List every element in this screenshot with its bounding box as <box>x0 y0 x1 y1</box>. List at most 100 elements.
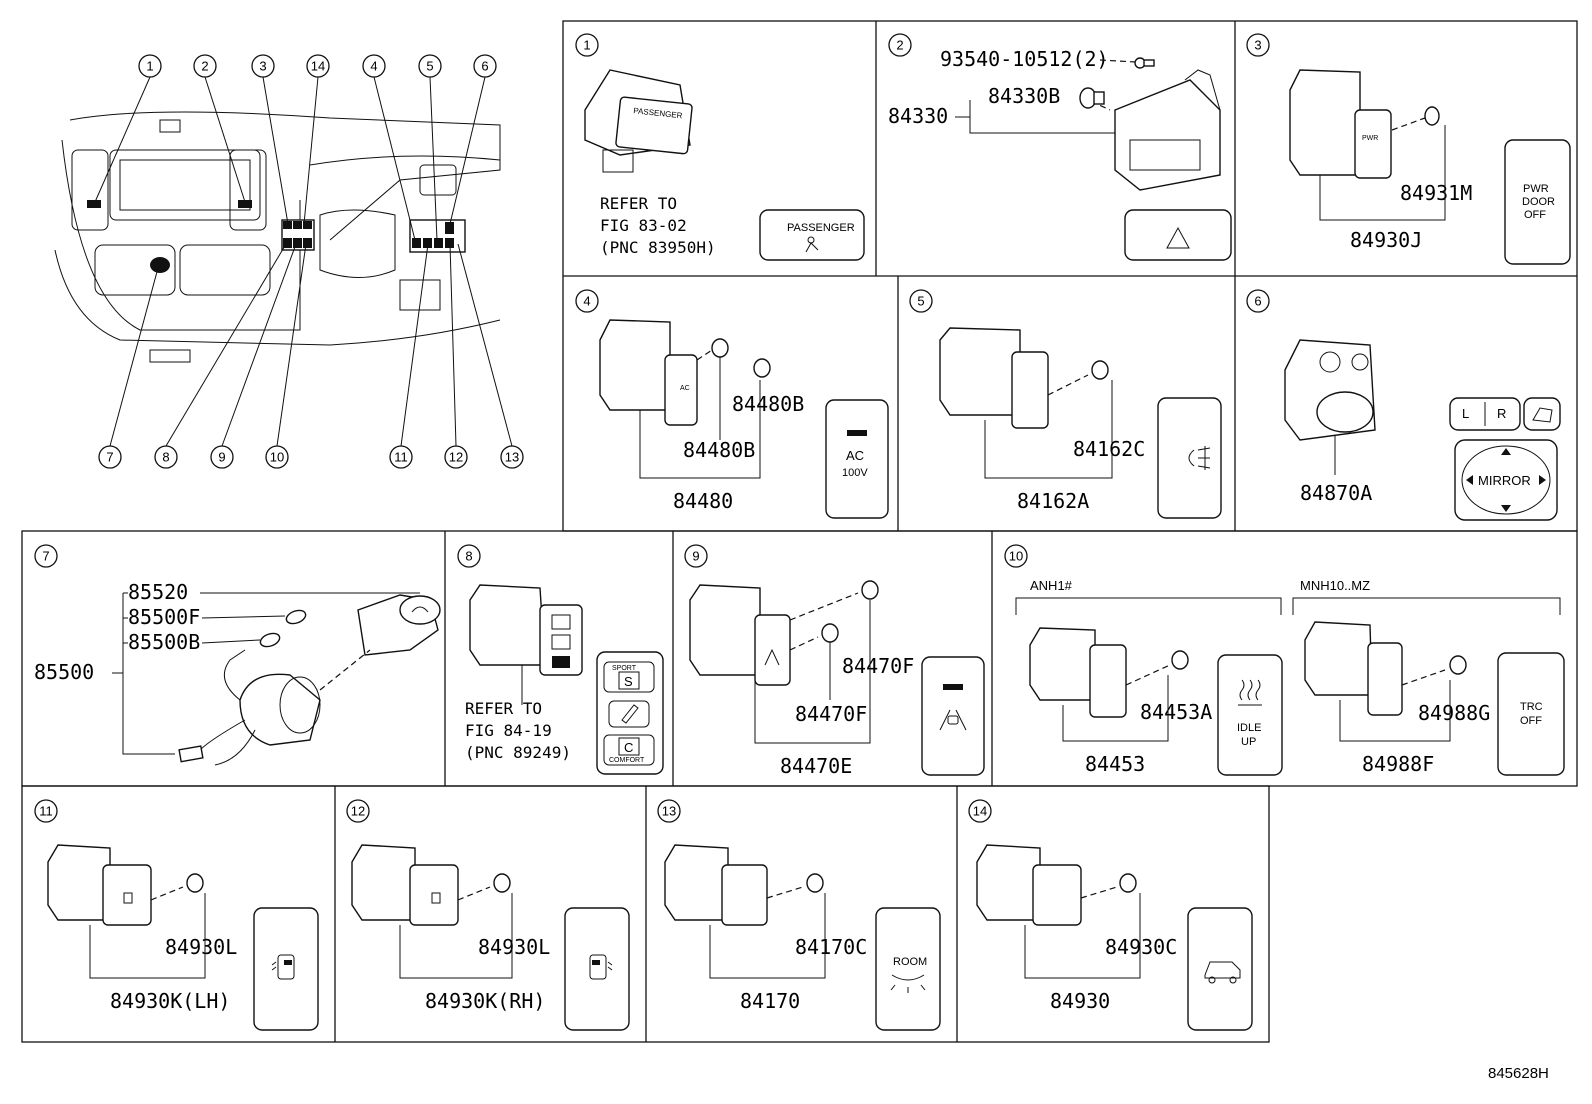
hazard-triangle-icon <box>1166 226 1190 249</box>
panel-number: 7 <box>34 544 58 568</box>
back-door-switch-face <box>1187 907 1253 1031</box>
part-number: 84453 <box>1085 752 1145 776</box>
part-number: 84170 <box>740 989 800 1013</box>
fog-lamp-icon <box>1188 446 1211 470</box>
overview-callout: 4 <box>362 54 386 78</box>
svg-text:AC: AC <box>680 385 690 392</box>
svg-text:5: 5 <box>917 294 924 309</box>
switch-label: MIRROR <box>1478 473 1531 488</box>
panel-number: 4 <box>575 289 599 313</box>
switch-label: L <box>1462 406 1469 421</box>
switch-label: ROOM <box>893 956 927 968</box>
switch-label: PWR <box>1523 183 1549 195</box>
overview-callout: 14 <box>306 54 330 78</box>
hazard-switch-face <box>1124 209 1232 261</box>
svg-text:5: 5 <box>426 59 433 74</box>
switch-label: TRC <box>1520 701 1543 713</box>
part-number: 84170C <box>795 935 867 959</box>
switch-label: C <box>624 740 633 755</box>
drive-mode-switch-face <box>596 651 664 775</box>
part-number: 84162A <box>1017 489 1089 513</box>
panel-9: 84470F 84470F 84470E <box>689 580 985 778</box>
switch-label: SPORT <box>612 665 637 672</box>
sliding-door-right-switch-face <box>564 907 630 1031</box>
screw-icon <box>1134 57 1155 69</box>
clip-icon <box>1079 87 1105 109</box>
idle-up-switch-face <box>1217 654 1283 776</box>
part-number: 84930K(LH) <box>110 989 230 1013</box>
note-line: REFER TO <box>465 699 542 718</box>
right-switch-block <box>409 219 466 253</box>
overview-callout: 5 <box>418 54 442 78</box>
svg-text:1: 1 <box>146 59 153 74</box>
part-number: 84480B <box>683 438 755 462</box>
panel-number: 1 <box>575 33 599 57</box>
svg-text:4: 4 <box>370 59 377 74</box>
panel-7: 85520 85500F 85500B 85500 <box>34 580 441 766</box>
part-number: 84330B <box>988 84 1060 108</box>
panel-2: 93540-10512(2) 84330B 84330 <box>888 47 1232 261</box>
sliding-door-left-switch-face <box>253 907 319 1031</box>
cigarette-lighter-element <box>357 594 441 656</box>
svg-text:9: 9 <box>218 450 225 465</box>
panel-5: 84162C 84162A <box>939 327 1222 519</box>
part-number: 85500F <box>128 605 200 629</box>
panel-11: 84930L 84930K(LH) <box>47 844 319 1031</box>
part-number: 84470E <box>780 754 852 778</box>
switch-label: COMFORT <box>609 757 645 764</box>
panel-14: 84930C 84930 <box>976 844 1253 1031</box>
panel-12: 84930L 84930K(RH) <box>351 844 630 1031</box>
panel-grid <box>21 20 1578 1043</box>
figure-code: 845628H <box>1488 1065 1549 1082</box>
pwr-door-off-switch-face <box>1504 139 1571 265</box>
switch-label: R <box>1497 406 1506 421</box>
back-door-icon <box>1204 961 1241 984</box>
mirror-adjust-pad <box>1454 439 1558 521</box>
switch-label: PASSENGER <box>787 222 855 234</box>
part-number: 84930L <box>478 935 550 959</box>
airbag-occupant-icon <box>805 236 819 253</box>
part-number: 84988F <box>1362 752 1434 776</box>
svg-text:PWR: PWR <box>1362 135 1378 142</box>
panel-4: AC 84480B 84480B 84480 AC 100V <box>599 319 889 519</box>
svg-text:12: 12 <box>449 450 463 465</box>
svg-text:9: 9 <box>692 549 699 564</box>
panel-3: PWR 84931M 84930J PWR DOOR OFF <box>1289 69 1571 265</box>
note-line: FIG 83-02 <box>600 216 687 235</box>
switch-label: 100V <box>842 467 868 479</box>
overview-callout: 13 <box>500 445 524 469</box>
switch-label: IDLE <box>1237 722 1261 734</box>
switch-label: S <box>624 674 633 689</box>
svg-text:2: 2 <box>896 38 903 53</box>
panel-number: 13 <box>657 799 681 823</box>
panel-6: 84870A L R MIRROR <box>1284 339 1561 521</box>
svg-text:6: 6 <box>1254 294 1261 309</box>
svg-text:2: 2 <box>201 59 208 74</box>
overview-callout: 2 <box>193 54 217 78</box>
note-line: (PNC 83950H) <box>600 238 716 257</box>
part-number: 93540-10512(2) <box>940 47 1109 71</box>
room-lamp-icon <box>890 974 926 993</box>
part-number: 84480B <box>732 392 804 416</box>
part-number: 84162C <box>1073 437 1145 461</box>
svg-text:14: 14 <box>311 59 325 74</box>
overview-callout: 1 <box>138 54 162 78</box>
part-number: 84470F <box>842 654 914 678</box>
part-number: 84988G <box>1418 701 1490 725</box>
panel-number: 14 <box>968 799 992 823</box>
part-number: 84930 <box>1050 989 1110 1013</box>
panel-number: 10 <box>1004 544 1028 568</box>
svg-text:8: 8 <box>162 450 169 465</box>
variant-label: ANH1# <box>1030 578 1073 593</box>
svg-text:3: 3 <box>1254 38 1261 53</box>
svg-text:12: 12 <box>351 804 365 819</box>
part-number: 84930J <box>1350 228 1422 252</box>
panel-number: 8 <box>457 544 481 568</box>
switch-label: DOOR <box>1522 196 1555 208</box>
room-lamp-switch-face <box>875 907 941 1031</box>
trc-off-switch-face <box>1497 652 1565 776</box>
panel-number: 3 <box>1246 33 1270 57</box>
